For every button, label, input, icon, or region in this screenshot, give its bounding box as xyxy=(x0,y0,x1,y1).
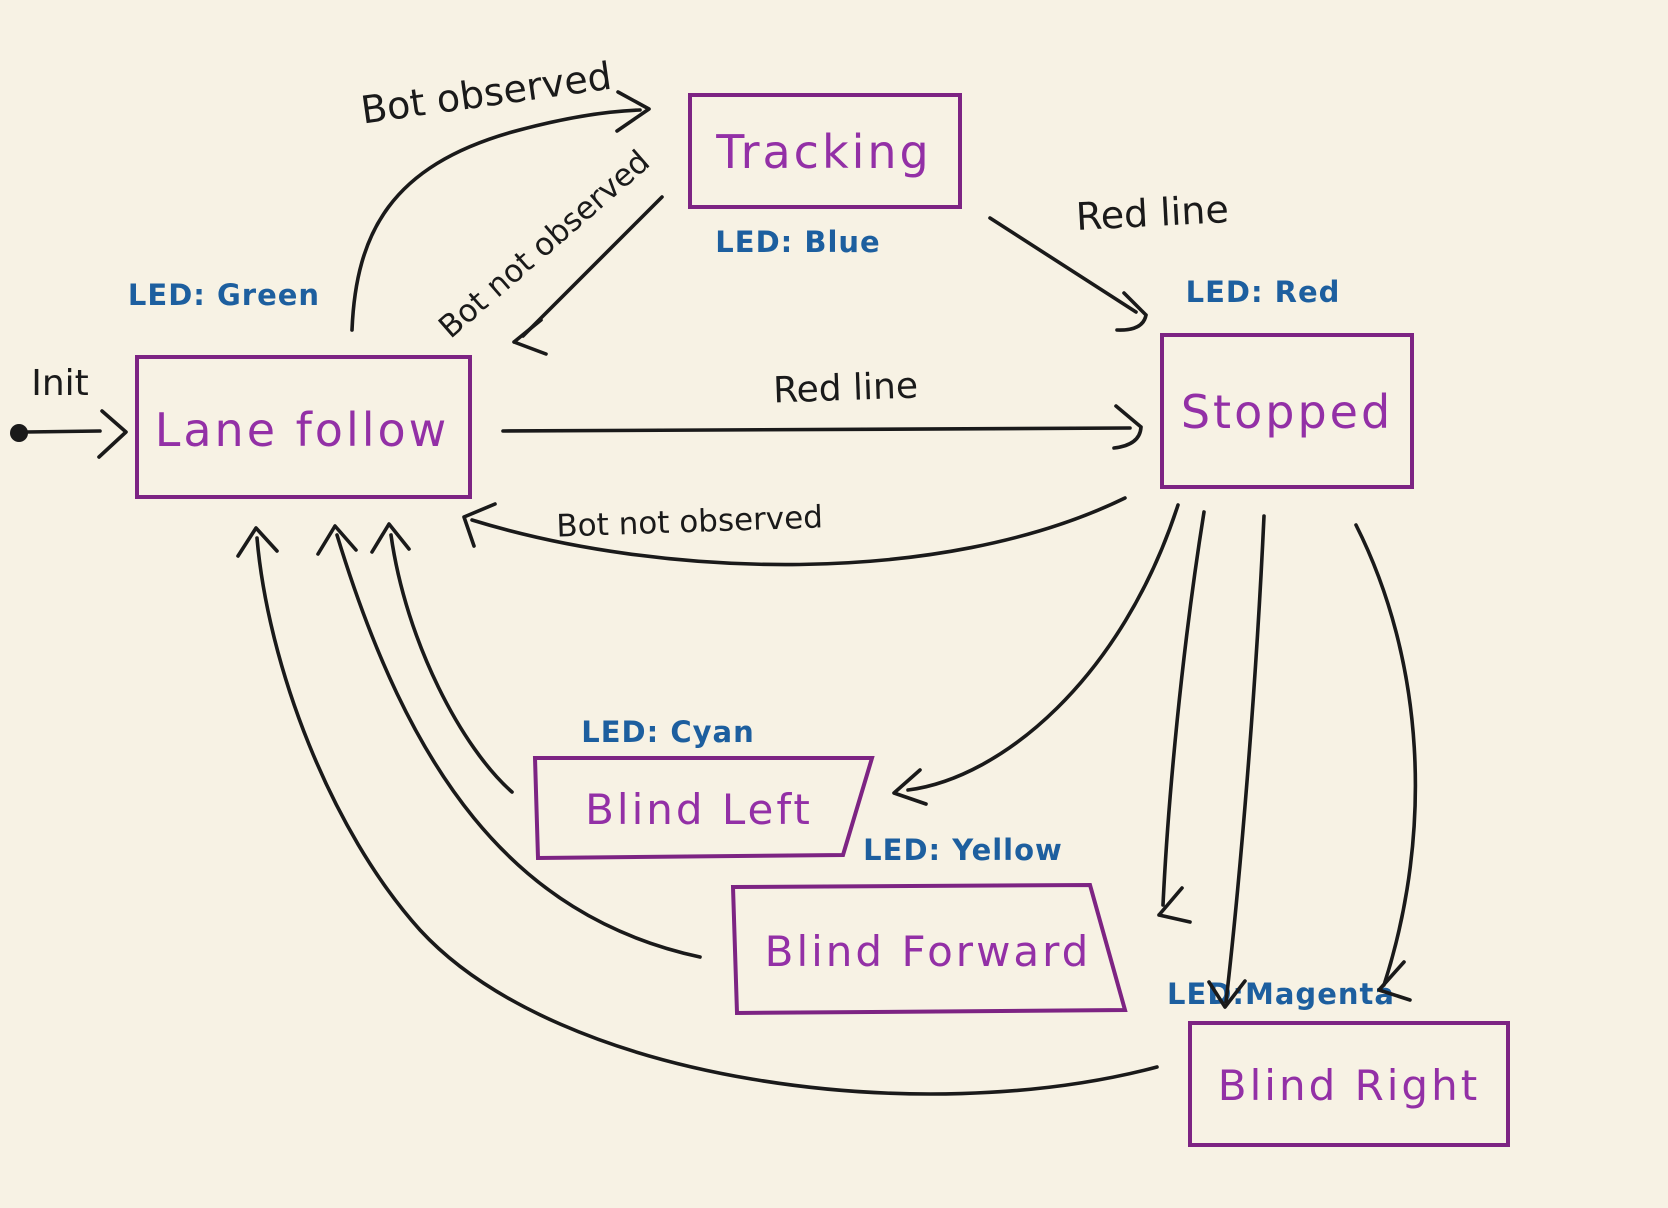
transition-blind-right-to-lane xyxy=(236,526,1159,1096)
led-label-blind-right: LED:Magenta xyxy=(1167,977,1395,1011)
state-label-blind-left: Blind Left xyxy=(585,785,813,834)
arrow-blind-left-to-lane xyxy=(389,533,514,794)
state-box-lane-follow xyxy=(135,355,472,499)
state-lane-follow: Lane follow LED: Green xyxy=(128,278,472,499)
arrow-blind-right-to-lane xyxy=(255,536,1159,1096)
transition-stopped-to-blind-right xyxy=(1354,523,1418,1002)
arrowhead-blind-right-to-lane xyxy=(236,526,279,558)
arrow-bot-not-observed-tracking xyxy=(521,195,664,338)
arrow-blind-forward-to-lane xyxy=(335,533,702,959)
state-box-blind-forward xyxy=(730,882,1128,1016)
edge-label-bot-not-observed-stopped: Bot not observed xyxy=(556,499,824,544)
transition-red-line-tracking: Red line xyxy=(988,187,1230,332)
transition-stopped-to-blind-left xyxy=(892,503,1180,806)
arrowhead-stopped-to-blind-forward xyxy=(1157,886,1192,924)
arrowhead-stopped-to-blind-left xyxy=(892,768,928,806)
state-label-stopped: Stopped xyxy=(1181,385,1393,439)
state-tracking: Tracking LED: Blue xyxy=(688,93,962,259)
edge-label-red-line-lane: Red line xyxy=(773,365,919,411)
arrow-red-line-tracking xyxy=(988,216,1138,314)
led-label-lane-follow: LED: Green xyxy=(128,278,320,312)
arrow-bot-observed xyxy=(350,108,642,332)
arrowhead-stopped-to-blind-right xyxy=(1377,960,1412,1002)
edge-label-bot-observed: Bot observed xyxy=(358,54,614,133)
transition-blind-left-to-lane xyxy=(370,522,514,794)
arrowhead-bot-observed xyxy=(615,90,651,133)
state-blind-forward: Blind Forward LED: Yellow xyxy=(730,833,1128,1016)
led-label-blind-left: LED: Cyan xyxy=(581,715,754,749)
init-marker: Init xyxy=(10,363,128,459)
init-arrowhead xyxy=(97,409,128,459)
transition-stopped-to-blind-forward xyxy=(1157,510,1206,924)
arrow-stopped-to-blind-left xyxy=(906,503,1180,792)
arrow-stopped-to-blind-right-inner xyxy=(1224,514,1266,1004)
arrow-stopped-to-blind-right xyxy=(1354,523,1418,987)
state-box-stopped xyxy=(1160,333,1414,489)
arrow-stopped-to-blind-forward xyxy=(1161,510,1206,907)
led-label-stopped: LED: Red xyxy=(1186,275,1341,309)
init-start-dot xyxy=(10,424,28,442)
init-label: Init xyxy=(31,363,89,404)
arrowhead-bot-not-observed-stopped xyxy=(462,502,497,548)
state-box-blind-right xyxy=(1188,1021,1510,1147)
state-label-tracking: Tracking xyxy=(715,125,932,179)
state-blind-right: Blind Right LED:Magenta xyxy=(1167,977,1510,1147)
transition-bot-not-observed-tracking: Bot not observed xyxy=(432,143,664,356)
transition-red-line-lane: Red line xyxy=(501,365,1143,450)
init-arrow-line xyxy=(24,429,102,434)
arrowhead-bot-not-observed-tracking xyxy=(512,318,548,356)
transition-blind-forward-to-lane xyxy=(316,524,702,959)
state-box-blind-left xyxy=(532,756,875,861)
led-label-tracking: LED: Blue xyxy=(715,225,880,259)
arrowhead-blind-forward-to-lane xyxy=(316,524,358,556)
arrow-bot-not-observed-stopped xyxy=(470,496,1127,567)
arrowhead-red-line-lane xyxy=(1112,404,1143,450)
state-label-blind-forward: Blind Forward xyxy=(765,927,1092,976)
state-blind-left: Blind Left LED: Cyan xyxy=(532,715,875,861)
edge-label-red-line-tracking: Red line xyxy=(1075,187,1230,239)
state-label-blind-right: Blind Right xyxy=(1218,1061,1480,1110)
led-label-blind-forward: LED: Yellow xyxy=(863,833,1063,867)
state-stopped: Stopped LED: Red xyxy=(1160,275,1414,489)
arrowhead-blind-left-to-lane xyxy=(370,522,411,554)
arrow-red-line-lane xyxy=(501,426,1132,433)
transition-stopped-to-blind-right-inner xyxy=(1207,514,1266,1009)
arrowhead-red-line-tracking xyxy=(1115,291,1148,332)
transition-bot-not-observed-stopped: Bot not observed xyxy=(462,496,1127,567)
state-box-tracking xyxy=(688,93,962,209)
state-label-lane-follow: Lane follow xyxy=(155,403,450,457)
arrowhead-stopped-to-blind-right-inner xyxy=(1207,979,1247,1009)
